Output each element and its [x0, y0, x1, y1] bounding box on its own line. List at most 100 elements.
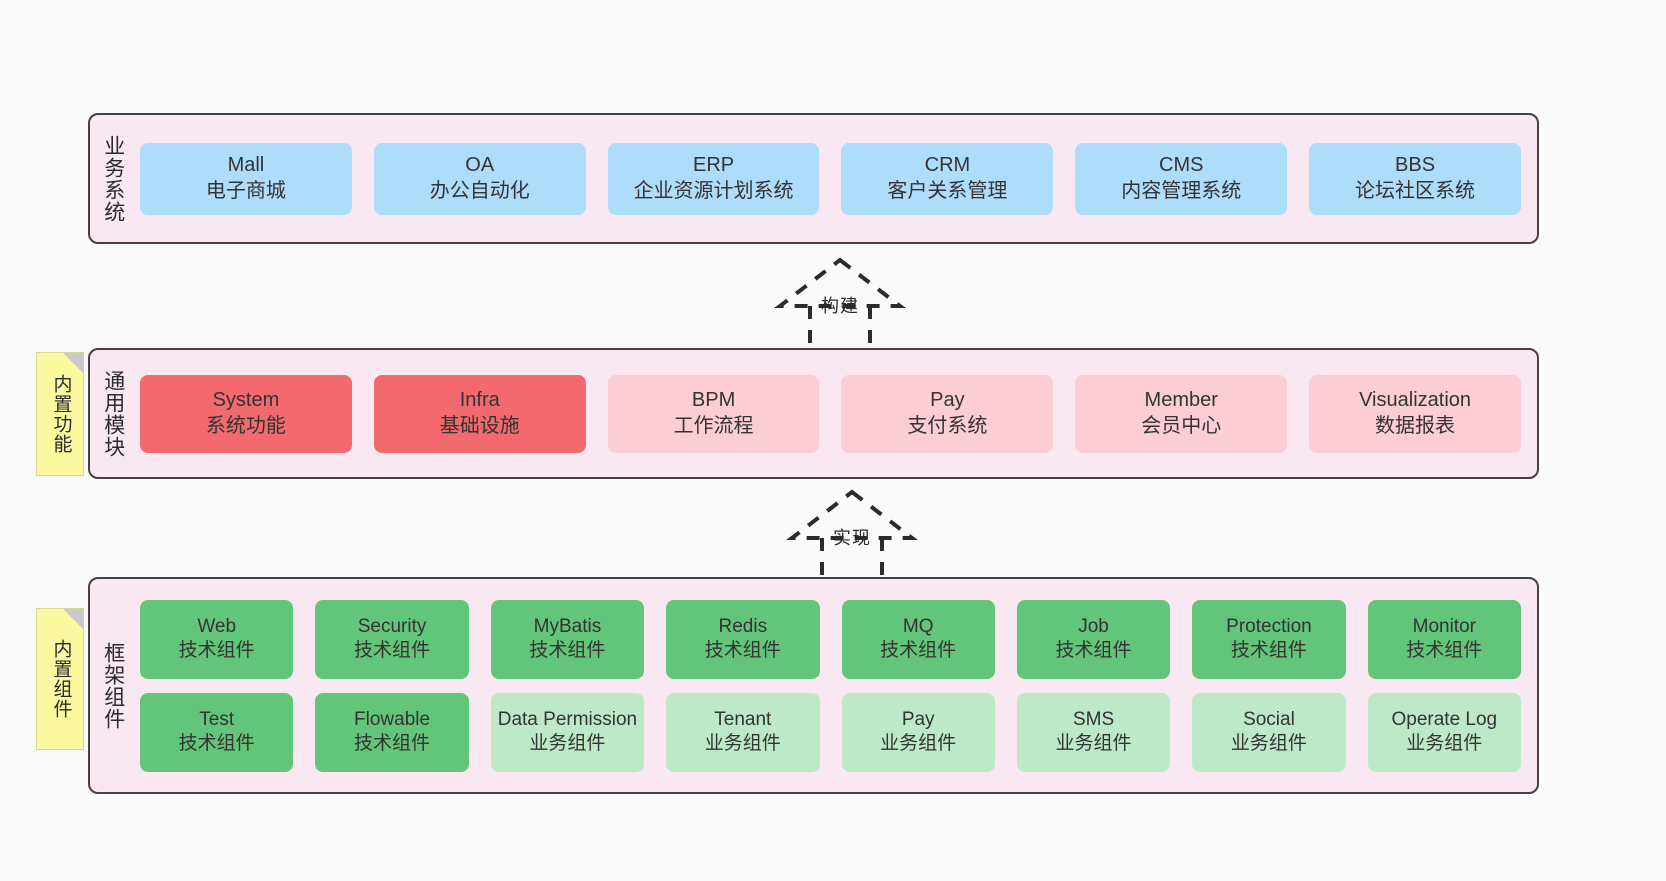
node-crm-cn: 客户关系管理: [887, 179, 1008, 202]
node-bpm[interactable]: BPM 工作流程: [607, 374, 820, 453]
layer-framework-components: 框架组件 Web 技术组件 Security 技术组件 MyBatis 技术组件…: [88, 577, 1539, 794]
node-test-cn: 技术组件: [178, 733, 255, 754]
layer-title-framework: 框架组件: [101, 641, 125, 730]
node-bbs[interactable]: BBS 论坛社区系统: [1309, 142, 1521, 215]
node-mq[interactable]: MQ 技术组件: [841, 599, 995, 679]
node-sms-en: SMS: [1072, 708, 1115, 730]
note-builtin-components-label: 内置组件: [50, 639, 72, 719]
layer-common-row: System 系统功能 Infra 基础设施 BPM 工作流程 Pay 支付系统…: [140, 374, 1521, 453]
node-test[interactable]: Test 技术组件: [140, 692, 294, 772]
node-tenant[interactable]: Tenant 业务组件: [666, 692, 820, 772]
node-sms[interactable]: SMS 业务组件: [1016, 692, 1171, 772]
node-cms[interactable]: CMS 内容管理系统: [1075, 142, 1288, 215]
node-crm[interactable]: CRM 客户关系管理: [841, 142, 1054, 215]
node-web-cn: 技术组件: [178, 640, 255, 661]
node-pay-module-cn: 支付系统: [907, 414, 988, 437]
layer-framework-row-business: Test 技术组件 Flowable 技术组件 Data Permission …: [140, 692, 1521, 772]
node-monitor[interactable]: Monitor 技术组件: [1367, 599, 1521, 679]
node-data-permission-en: Data Permission: [497, 708, 638, 730]
node-security-cn: 技术组件: [354, 640, 431, 661]
layer-title-common: 通用模块: [101, 369, 125, 458]
layer-title-business: 业务系统: [101, 134, 125, 223]
node-mybatis-en: MyBatis: [533, 615, 602, 637]
node-visualization-cn: 数据报表: [1375, 414, 1456, 437]
node-job-cn: 技术组件: [1055, 640, 1132, 661]
node-redis-en: Redis: [718, 615, 768, 637]
node-pay-component[interactable]: Pay 业务组件: [841, 692, 995, 772]
node-social[interactable]: Social 业务组件: [1192, 692, 1346, 772]
node-oa[interactable]: OA 办公自动化: [373, 142, 586, 215]
node-pay-module[interactable]: Pay 支付系统: [841, 374, 1054, 453]
layer-business-row: Mall 电子商城 OA 办公自动化 ERP 企业资源计划系统 CRM 客户关系…: [140, 142, 1521, 215]
node-erp-cn: 企业资源计划系统: [633, 179, 794, 202]
node-visualization[interactable]: Visualization 数据报表: [1309, 374, 1521, 453]
node-system[interactable]: System 系统功能: [140, 374, 352, 453]
node-flowable-en: Flowable: [354, 708, 431, 730]
layer-body-common: System 系统功能 Infra 基础设施 BPM 工作流程 Pay 支付系统…: [136, 350, 1537, 477]
layer-framework-row-tech: Web 技术组件 Security 技术组件 MyBatis 技术组件 Redi…: [140, 599, 1521, 679]
node-infra-cn: 基础设施: [439, 414, 520, 437]
node-mall-en: Mall: [227, 153, 265, 176]
node-redis[interactable]: Redis 技术组件: [666, 599, 820, 679]
node-monitor-cn: 技术组件: [1406, 640, 1483, 661]
node-protection-en: Protection: [1226, 615, 1312, 637]
node-pay-component-en: Pay: [901, 708, 935, 730]
node-system-en: System: [212, 388, 280, 411]
node-social-en: Social: [1243, 708, 1295, 730]
node-job-en: Job: [1078, 615, 1109, 637]
node-pay-module-en: Pay: [930, 388, 965, 411]
node-erp-en: ERP: [693, 153, 735, 176]
node-erp[interactable]: ERP 企业资源计划系统: [607, 142, 820, 215]
node-infra-en: Infra: [459, 388, 500, 411]
node-job[interactable]: Job 技术组件: [1016, 599, 1171, 679]
node-cms-cn: 内容管理系统: [1121, 179, 1242, 202]
node-infra[interactable]: Infra 基础设施: [373, 374, 586, 453]
node-member[interactable]: Member 会员中心: [1075, 374, 1288, 453]
node-security[interactable]: Security 技术组件: [315, 599, 469, 679]
node-data-permission-cn: 业务组件: [529, 733, 606, 754]
node-oa-en: OA: [465, 153, 495, 176]
node-mq-en: MQ: [902, 615, 934, 637]
node-mybatis[interactable]: MyBatis 技术组件: [490, 599, 645, 679]
note-builtin-features-label: 内置功能: [50, 374, 72, 454]
node-bbs-cn: 论坛社区系统: [1355, 179, 1476, 202]
layer-business-systems: 业务系统 Mall 电子商城 OA 办公自动化 ERP 企业资源计划系统 CRM…: [88, 113, 1539, 244]
node-member-en: Member: [1144, 388, 1218, 411]
node-tenant-en: Tenant: [714, 708, 772, 730]
node-bpm-en: BPM: [691, 388, 736, 411]
node-bpm-cn: 工作流程: [673, 414, 754, 437]
node-monitor-en: Monitor: [1412, 615, 1476, 637]
node-mq-cn: 技术组件: [880, 640, 957, 661]
node-cms-en: CMS: [1159, 153, 1204, 176]
node-social-cn: 业务组件: [1230, 733, 1307, 754]
node-flowable[interactable]: Flowable 技术组件: [315, 692, 469, 772]
node-operate-log[interactable]: Operate Log 业务组件: [1367, 692, 1521, 772]
layer-common-modules: 通用模块 System 系统功能 Infra 基础设施 BPM 工作流程 Pay…: [88, 348, 1539, 479]
node-protection[interactable]: Protection 技术组件: [1192, 599, 1346, 679]
connector-build-label: 构建: [821, 296, 859, 316]
node-system-cn: 系统功能: [205, 414, 286, 437]
node-test-en: Test: [199, 708, 235, 730]
node-sms-cn: 业务组件: [1055, 733, 1132, 754]
node-bbs-en: BBS: [1395, 153, 1436, 176]
node-operate-log-cn: 业务组件: [1406, 733, 1483, 754]
note-builtin-features: 内置功能: [36, 352, 84, 476]
node-data-permission[interactable]: Data Permission 业务组件: [490, 692, 645, 772]
node-pay-component-cn: 业务组件: [880, 733, 957, 754]
connector-implement-label: 实现: [833, 528, 871, 548]
node-oa-cn: 办公自动化: [429, 179, 530, 202]
node-protection-cn: 技术组件: [1230, 640, 1307, 661]
node-security-en: Security: [357, 615, 427, 637]
layer-body-framework: Web 技术组件 Security 技术组件 MyBatis 技术组件 Redi…: [136, 579, 1537, 792]
node-mall[interactable]: Mall 电子商城: [140, 142, 352, 215]
node-visualization-en: Visualization: [1359, 388, 1472, 411]
node-mall-cn: 电子商城: [205, 179, 286, 202]
node-web-en: Web: [197, 615, 237, 637]
node-web[interactable]: Web 技术组件: [140, 599, 294, 679]
node-mybatis-cn: 技术组件: [529, 640, 606, 661]
node-flowable-cn: 技术组件: [354, 733, 431, 754]
node-crm-en: CRM: [924, 153, 971, 176]
node-tenant-cn: 业务组件: [704, 733, 781, 754]
node-redis-cn: 技术组件: [704, 640, 781, 661]
